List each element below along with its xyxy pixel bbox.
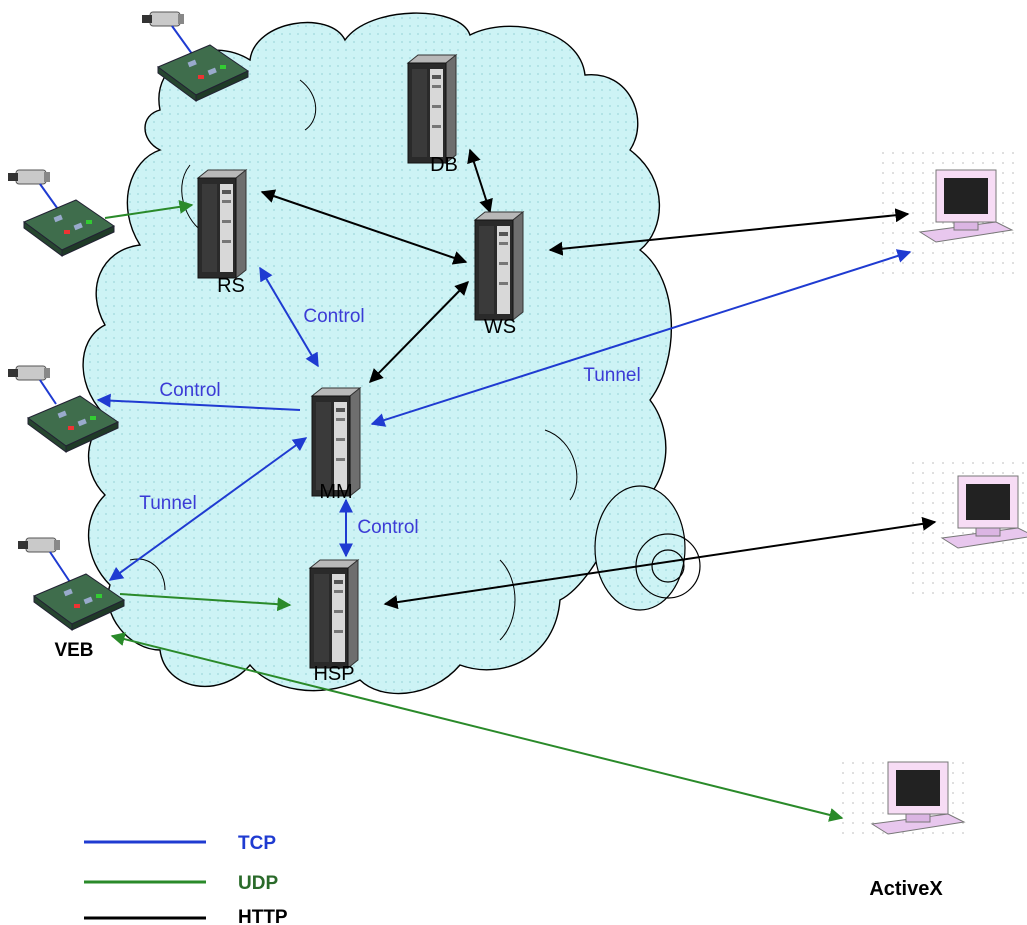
ws-server-icon bbox=[474, 211, 524, 321]
db-label: DB bbox=[430, 154, 458, 176]
network-cloud bbox=[82, 12, 672, 695]
encoder-board-icon bbox=[23, 199, 115, 257]
edge-mm-veb-tunnel bbox=[108, 437, 308, 581]
control-label: Control bbox=[159, 380, 220, 401]
mm-label: MM bbox=[319, 481, 352, 503]
network-cloud-lobe bbox=[594, 485, 686, 611]
camera-cable bbox=[39, 183, 61, 213]
camera-cable bbox=[39, 379, 57, 405]
mm-server-icon bbox=[311, 387, 361, 497]
camera-icon bbox=[141, 11, 185, 27]
camera-icon bbox=[7, 365, 51, 381]
edge-mm-encoder-control bbox=[96, 393, 301, 411]
rs-label: RS bbox=[217, 275, 245, 297]
camera-icon bbox=[17, 537, 61, 553]
ws-label: WS bbox=[484, 316, 516, 338]
rs-server-icon bbox=[197, 169, 247, 279]
legend: TCP UDP HTTP bbox=[84, 833, 288, 925]
hsp-server-icon bbox=[309, 559, 359, 669]
legend-label-udp: UDP bbox=[238, 873, 278, 894]
db-server-icon bbox=[407, 54, 457, 164]
edge-encoder-rs bbox=[104, 199, 194, 219]
veb-label: VEB bbox=[54, 640, 93, 661]
edge-rs-mm-control bbox=[259, 266, 319, 368]
edge-veb-activex bbox=[110, 632, 844, 822]
control-label: Control bbox=[357, 517, 418, 538]
control-label: Control bbox=[303, 306, 364, 327]
activex-label: ActiveX bbox=[869, 878, 943, 900]
edge-hsp-client2 bbox=[383, 516, 937, 610]
edge-ws-client1 bbox=[548, 208, 910, 256]
camera-cable bbox=[49, 551, 71, 583]
hsp-label: HSP bbox=[313, 663, 354, 685]
camera-icon bbox=[7, 169, 51, 185]
edge-veb-hsp bbox=[119, 593, 292, 612]
edge-db-ws bbox=[467, 148, 493, 214]
legend-label-tcp: TCP bbox=[238, 833, 276, 854]
edge-mm-client-tunnel bbox=[370, 249, 912, 427]
tunnel-label: Tunnel bbox=[139, 493, 196, 514]
cloud-lobe-line bbox=[544, 429, 578, 501]
tunnel-label: Tunnel bbox=[583, 365, 640, 386]
legend-label-http: HTTP bbox=[238, 907, 288, 925]
cloud-lobe-line bbox=[299, 79, 317, 131]
